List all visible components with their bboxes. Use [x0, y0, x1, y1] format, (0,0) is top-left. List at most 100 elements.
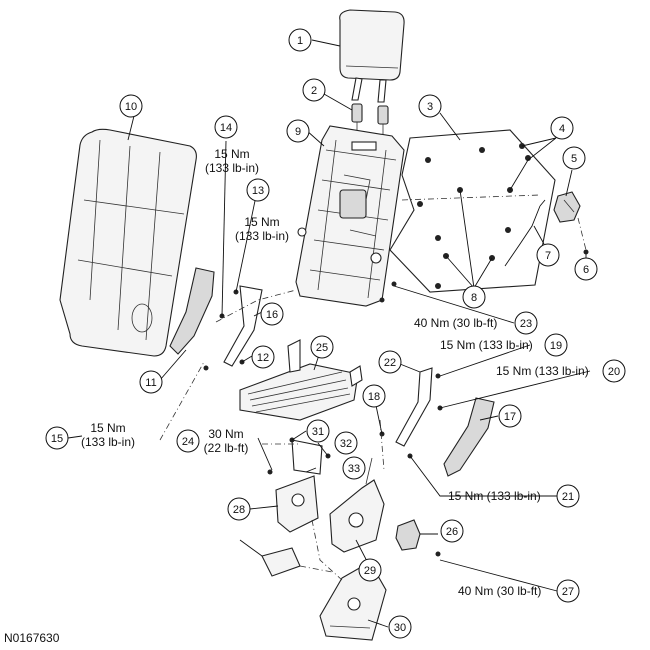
callout-14: 14: [214, 115, 238, 139]
seatback-cushion-part: [59, 128, 197, 357]
svg-text:31: 31: [312, 426, 324, 438]
latch-handle-part: [553, 191, 581, 223]
torque-19: 15 Nm (133 lb-in): [440, 338, 533, 352]
callout-4: 4: [550, 116, 574, 140]
svg-text:13: 13: [252, 185, 264, 197]
leader-lines: [67, 39, 591, 628]
callout-6: 6: [574, 257, 598, 281]
callout-2: 2: [302, 78, 326, 102]
svg-text:18: 18: [368, 391, 380, 403]
svg-text:22: 22: [384, 357, 396, 369]
callout-13: 13: [246, 178, 270, 202]
torque-14-line1: 15 Nm: [214, 147, 249, 161]
svg-text:15: 15: [51, 433, 63, 445]
headrest-guide-part: [351, 103, 389, 136]
headrest-part: [339, 9, 405, 103]
torque-13-line1: 15 Nm: [244, 215, 279, 229]
callout-1: 1: [288, 28, 312, 52]
torque-24-line2: (22 lb-ft): [204, 441, 249, 455]
seat-cushion-frame-part: [239, 339, 363, 421]
svg-text:20: 20: [608, 366, 620, 378]
callout-9: 9: [286, 119, 310, 143]
motor-part: [239, 539, 333, 577]
svg-text:5: 5: [571, 153, 577, 165]
callout-12: 12: [251, 345, 275, 369]
callout-16: 16: [260, 302, 284, 326]
svg-text:32: 32: [340, 438, 352, 450]
seatback-frame-part: [295, 125, 405, 307]
recliner-left-part: [267, 469, 319, 533]
torque-15-line2: (133 lb-in): [81, 435, 135, 449]
center-brackets-part: [289, 437, 331, 475]
backing-panel-part: [389, 129, 556, 293]
svg-text:26: 26: [446, 526, 458, 538]
callout-15: 15: [45, 426, 69, 450]
callout-28: 28: [227, 497, 251, 521]
svg-text:19: 19: [550, 340, 562, 352]
svg-text:27: 27: [562, 586, 574, 598]
cable-part: [504, 199, 546, 267]
svg-text:33: 33: [348, 463, 360, 475]
callout-11: 11: [139, 370, 163, 394]
svg-text:24: 24: [182, 436, 194, 448]
svg-text:17: 17: [504, 411, 516, 423]
svg-text:16: 16: [266, 309, 278, 321]
figure-id: N0167630: [4, 631, 60, 645]
svg-text:6: 6: [583, 264, 589, 276]
callout-26: 26: [440, 519, 464, 543]
bolt-23: [379, 281, 397, 303]
callout-10: 10: [119, 94, 143, 118]
pin-part: [577, 217, 589, 255]
torque-27: 40 Nm (30 lb-ft): [458, 584, 541, 598]
callout-30: 30: [388, 615, 412, 639]
svg-text:23: 23: [520, 318, 532, 330]
callout-8: 8: [462, 285, 486, 309]
callout-5: 5: [562, 146, 586, 170]
svg-text:7: 7: [545, 250, 551, 262]
callout-21: 21: [556, 484, 580, 508]
torque-24-line1: 30 Nm: [208, 427, 243, 441]
callout-circles: 1 2 3 4 5 6 7 8 9 10 11 12 13 14 15 16 1…: [45, 28, 626, 639]
callout-22: 22: [378, 350, 402, 374]
svg-text:29: 29: [364, 565, 376, 577]
torque-15-line1: 15 Nm: [90, 421, 125, 435]
callout-29: 29: [358, 558, 382, 582]
svg-text:4: 4: [559, 123, 565, 135]
callout-7: 7: [536, 243, 560, 267]
svg-text:14: 14: [220, 122, 232, 134]
callout-3: 3: [418, 94, 442, 118]
trim-panel-part: [169, 267, 215, 355]
svg-text:28: 28: [233, 504, 245, 516]
callout-19: 19: [544, 333, 568, 357]
handle-part: [395, 519, 441, 557]
right-trim-parts: [379, 367, 495, 477]
svg-text:25: 25: [316, 342, 328, 354]
svg-text:11: 11: [145, 377, 156, 389]
svg-text:21: 21: [562, 491, 574, 503]
torque-20: 15 Nm (133 lb-in): [496, 364, 589, 378]
svg-text:10: 10: [125, 101, 137, 113]
svg-text:9: 9: [295, 126, 301, 138]
svg-text:2: 2: [311, 85, 317, 97]
callout-18: 18: [362, 384, 386, 408]
bracket-part: [223, 285, 263, 367]
callout-25: 25: [310, 335, 334, 359]
panel-fasteners: [417, 143, 531, 289]
svg-text:8: 8: [471, 292, 477, 304]
torque-21: 15 Nm (133 lb-in): [448, 489, 541, 503]
torque-specs: 15 Nm (133 lb-in) 15 Nm (133 lb-in) 15 N…: [81, 147, 589, 598]
callout-17: 17: [498, 404, 522, 428]
callout-33: 33: [342, 456, 366, 480]
callout-27: 27: [556, 579, 580, 603]
callout-23: 23: [514, 311, 538, 335]
recliner-mechanism-part: [329, 457, 385, 553]
svg-text:12: 12: [257, 352, 269, 364]
callout-20: 20: [602, 359, 626, 383]
callout-24: 24: [176, 429, 200, 453]
torque-23: 40 Nm (30 lb-ft): [414, 316, 497, 330]
assembly-lines: [159, 289, 385, 581]
callout-31: 31: [306, 419, 330, 443]
svg-text:3: 3: [427, 101, 433, 113]
torque-13-line2: (133 lb-in): [235, 229, 289, 243]
